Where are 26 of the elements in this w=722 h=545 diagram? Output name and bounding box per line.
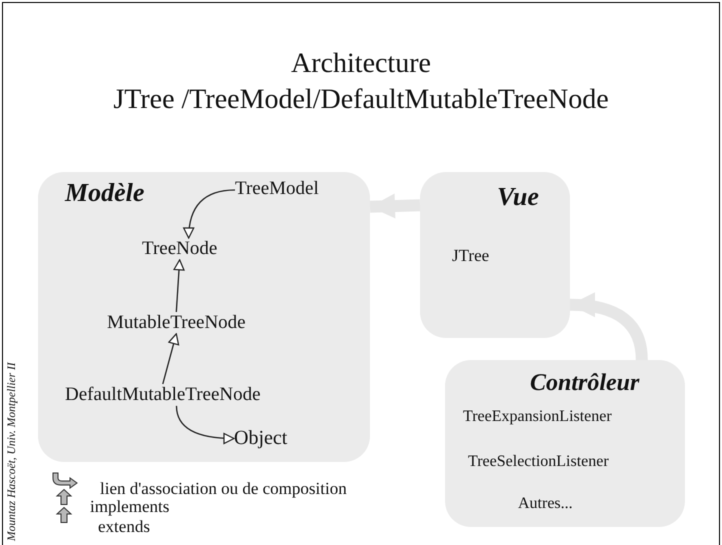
- class-arrow: [184, 189, 236, 239]
- title: Architecture JTree /TreeModel/DefaultMutableTreeNode: [112, 47, 610, 117]
- flow-arrow: [570, 293, 648, 360]
- class-name: TreeNode: [142, 238, 218, 260]
- class-name: TreeModel: [235, 178, 319, 200]
- panel-heading: Modèle: [65, 178, 144, 208]
- class-arrow: [176, 406, 235, 444]
- class-name: JTree: [452, 246, 490, 266]
- legend-label: lien d'association ou de composition: [100, 479, 347, 499]
- class-name: Object: [234, 427, 288, 450]
- class-arrow: [173, 259, 185, 312]
- class-arrow: [162, 333, 180, 384]
- flow-arrow: [370, 194, 420, 218]
- legend-label: extends: [98, 517, 150, 537]
- module-panel: [38, 172, 370, 462]
- module-panel: [445, 360, 685, 527]
- module-panel: [420, 172, 570, 338]
- panel-heading: Vue: [497, 182, 539, 212]
- class-name: MutableTreeNode: [107, 312, 246, 334]
- author-note: Mountaz Hascoët, Univ. Montpellier II: [6, 362, 18, 541]
- class-name: Autres...: [518, 495, 573, 514]
- class-name: TreeExpansionListener: [463, 408, 612, 426]
- class-name: DefaultMutableTreeNode: [65, 384, 261, 406]
- class-name: TreeSelectionListener: [468, 453, 609, 472]
- legend-label: implements: [90, 497, 170, 517]
- panel-heading: Contrôleur: [530, 370, 640, 397]
